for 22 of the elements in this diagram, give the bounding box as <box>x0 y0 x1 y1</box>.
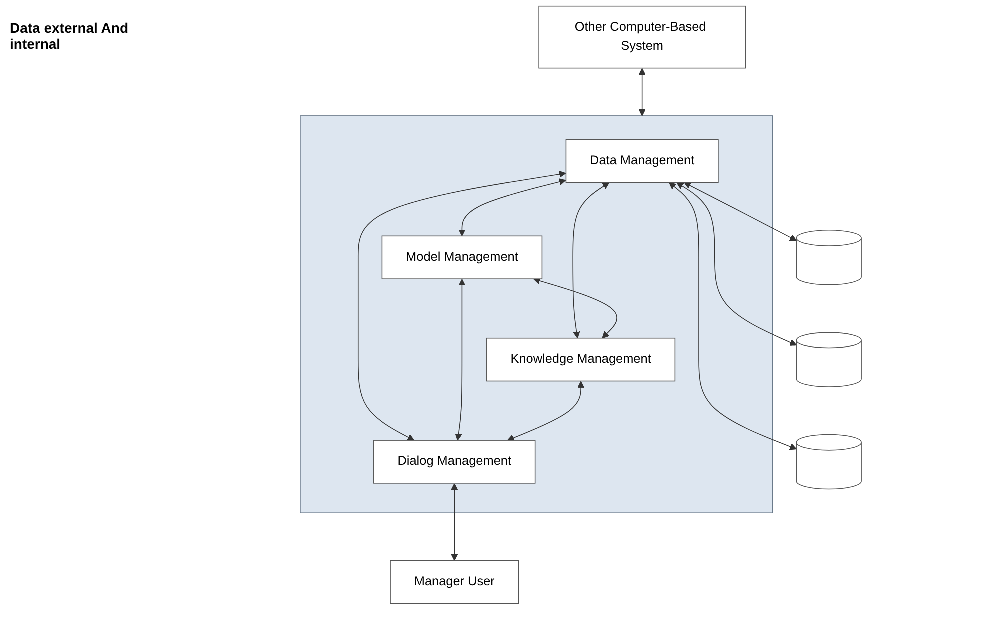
arrow <box>676 182 797 346</box>
arrow <box>684 182 797 242</box>
note-text: Data external And internal <box>10 20 130 52</box>
node-box: Data Management <box>566 139 719 184</box>
node-box: Manager User <box>390 560 520 604</box>
arrow <box>358 170 566 441</box>
arrow <box>507 381 585 442</box>
node-cylinder <box>796 230 862 286</box>
cluster <box>300 116 774 514</box>
arrow <box>451 483 458 562</box>
node-cylinder <box>796 332 862 388</box>
arrow <box>534 278 618 339</box>
arrow <box>455 279 466 441</box>
arrow <box>572 182 610 339</box>
node-box: Dialog Management <box>374 440 536 484</box>
arrow <box>669 182 797 450</box>
node-cylinder <box>796 434 862 490</box>
node-box: Knowledge Management <box>486 338 676 382</box>
arrow <box>638 68 646 116</box>
node-box: Model Management <box>382 236 543 280</box>
arrow <box>458 178 566 236</box>
node-box: Other Computer-Based System <box>538 6 746 69</box>
